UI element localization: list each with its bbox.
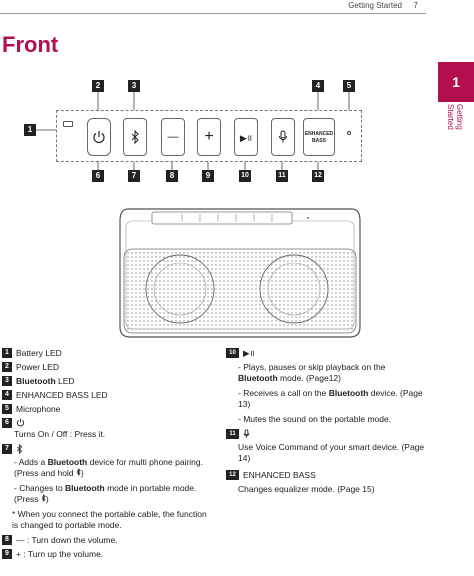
item-number: 12	[226, 470, 239, 480]
item-text: Microphone	[16, 404, 61, 414]
callout-2: 2	[92, 80, 104, 92]
item-number: 1	[2, 348, 12, 358]
power-icon	[16, 418, 25, 427]
list-item: 8 — : Turn down the volume.	[2, 535, 207, 546]
item-number: 2	[2, 362, 12, 372]
page-header: Getting Started 7	[0, 0, 474, 16]
list-item: 7	[2, 444, 207, 454]
list-item: 2 Power LED	[2, 362, 207, 373]
list-item: 9 + : Turn up the volume.	[2, 549, 207, 560]
chapter-label: Getting Started	[446, 104, 464, 130]
item-text: + : Turn up the volume.	[16, 549, 104, 559]
enhanced-bass-description: Changes equalizer mode. (Page 15)	[238, 484, 375, 494]
enhanced-bass-button[interactable]: ENHANCED BASS	[303, 118, 335, 156]
chapter-number: 1	[438, 62, 474, 102]
power-description: Turns On / Off : Press it.	[14, 429, 106, 439]
battery-led-icon	[63, 121, 73, 127]
page-title: Front	[2, 32, 59, 57]
item-number: 6	[2, 418, 12, 428]
voice-command-description: Use Voice Command of your smart device. …	[238, 442, 425, 463]
callout-8: 8	[166, 170, 178, 182]
callout-9: 9	[202, 170, 214, 182]
item-number: 11	[226, 429, 239, 439]
list-item: 6	[2, 418, 207, 428]
list-item: 12 ENHANCED BASS	[226, 470, 426, 481]
bluetooth-icon	[17, 444, 23, 454]
power-button[interactable]	[87, 118, 111, 156]
header-divider	[0, 13, 426, 14]
chapter-tab: 1 Getting Started	[438, 62, 474, 154]
list-item: 4 ENHANCED BASS LED	[2, 390, 207, 401]
item-number: 4	[2, 390, 12, 400]
list-item: 10 ▶॥	[226, 348, 426, 359]
item-number: 5	[2, 404, 12, 414]
bluetooth-button[interactable]	[123, 118, 147, 156]
play-pause-icon: ▶॥	[243, 348, 255, 358]
callout-11: 11	[276, 170, 288, 182]
callout-4: 4	[312, 80, 324, 92]
list-item: 5 Microphone	[2, 404, 207, 415]
bluetooth-description: - Adds a Bluetooth device for multi phon…	[12, 457, 207, 530]
microphone-icon	[243, 429, 250, 438]
list-item: 1 Battery LED	[2, 348, 207, 359]
item-number: 10	[226, 348, 239, 358]
callout-7: 7	[128, 170, 140, 182]
volume-down-button[interactable]: —	[161, 118, 185, 156]
bluetooth-icon	[41, 494, 46, 502]
minus-icon: —	[16, 535, 25, 545]
play-pause-description: - Plays, pauses or skip playback on the …	[238, 362, 423, 424]
speaker-illustration	[119, 208, 361, 338]
item-text: Bluetooth LED	[16, 376, 75, 386]
section-title: Getting Started	[348, 1, 402, 10]
bluetooth-icon	[131, 130, 139, 144]
list-item: 3 Bluetooth LED	[2, 376, 207, 387]
plus-icon: +	[16, 549, 21, 559]
voice-command-button[interactable]	[271, 118, 295, 156]
play-pause-button[interactable]: ▶॥	[234, 118, 258, 156]
microphone-hole-icon	[347, 131, 351, 135]
description-list-right: 10 ▶॥ - Plays, pauses or skip playback on…	[226, 348, 426, 495]
item-number: 7	[2, 444, 12, 454]
item-text: Power LED	[16, 362, 59, 372]
item-text: ENHANCED BASS	[243, 470, 316, 480]
volume-up-button[interactable]: +	[197, 118, 221, 156]
description-list-left: 1 Battery LED 2 Power LED 3 Bluetooth LED 4…	[2, 348, 207, 563]
callout-lines	[36, 92, 351, 170]
microphone-icon	[279, 130, 287, 143]
power-icon	[93, 131, 105, 144]
front-panel: — + ▶॥ ENHANCED BASS	[56, 110, 362, 162]
item-number: 3	[2, 376, 12, 386]
callout-6: 6	[92, 170, 104, 182]
bluetooth-icon	[76, 468, 81, 476]
callout-5: 5	[343, 80, 355, 92]
item-number: 9	[2, 549, 12, 559]
list-item: 11	[226, 429, 426, 439]
item-text: ENHANCED BASS LED	[16, 390, 108, 400]
item-text: — : Turn down the volume.	[16, 535, 118, 545]
callout-10: 10	[239, 170, 251, 182]
callout-3: 3	[128, 80, 140, 92]
callout-1: 1	[24, 124, 36, 136]
callout-12: 12	[312, 170, 324, 182]
item-number: 8	[2, 535, 12, 545]
item-text: Battery LED	[16, 348, 62, 358]
page-number: 7	[413, 1, 418, 10]
